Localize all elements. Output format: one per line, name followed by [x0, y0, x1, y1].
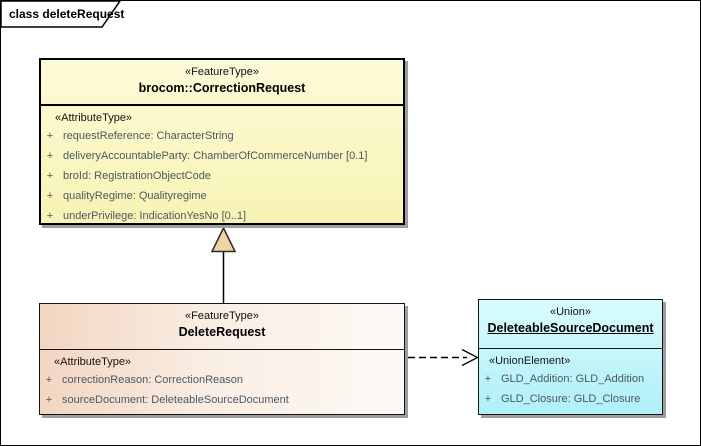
frame-title: class deleteRequest [9, 7, 125, 21]
visibility-marker: + [484, 393, 492, 405]
visibility-marker: + [45, 394, 53, 406]
attribute-row[interactable]: + qualityRegime: Qualityregime [41, 186, 403, 206]
visibility-marker: + [46, 190, 54, 202]
attribute-row[interactable]: + underPrivilege: IndicationYesNo [0..1] [41, 206, 403, 226]
attributes-compartment: «AttributeType» + requestReference: Char… [41, 112, 403, 226]
generalization-arrow[interactable] [210, 226, 237, 303]
stereotype-label: «Union» [550, 306, 591, 318]
attribute-row[interactable]: + GLD_Addition: GLD_Addition [479, 369, 662, 389]
visibility-marker: + [46, 170, 54, 182]
attribute-row[interactable]: + sourceDocument: DeleteableSourceDocume… [40, 390, 404, 410]
stereotype-label: «FeatureType» [185, 66, 259, 78]
class-box-deleteable-source-document[interactable]: «Union» DeleteableSourceDocument «UnionE… [478, 299, 663, 415]
attr-stereotype-label: «AttributeType» [54, 356, 132, 368]
attribute-row[interactable]: + GLD_Closure: GLD_Closure [479, 389, 662, 409]
visibility-marker: + [46, 210, 54, 222]
frame-tab-shape [1, 1, 121, 28]
visibility-marker: + [484, 373, 492, 385]
attr-stereotype-label: «AttributeType» [55, 112, 133, 124]
attribute-row[interactable]: + correctionReason: CorrectionReason [40, 370, 404, 390]
attribute-row[interactable]: + broId: RegistrationObjectCode [41, 166, 403, 186]
attribute-signature: GLD_Closure: GLD_Closure [501, 393, 641, 405]
attribute-signature: GLD_Addition: GLD_Addition [501, 373, 645, 385]
attributes-compartment: «AttributeType» + correctionReason: Corr… [40, 356, 404, 410]
class-header: «FeatureType» DeleteRequest [40, 304, 404, 350]
attr-stereotype-label: «UnionElement» [489, 355, 571, 367]
visibility-marker: + [46, 150, 54, 162]
frame-tab: class deleteRequest [1, 1, 131, 31]
class-header: «Union» DeleteableSourceDocument [479, 300, 662, 349]
stereotype-label: «FeatureType» [185, 310, 259, 322]
attribute-signature: requestReference: CharacterString [63, 130, 234, 142]
class-box-delete-request[interactable]: «FeatureType» DeleteRequest «AttributeTy… [39, 303, 405, 415]
attribute-row[interactable]: + requestReference: CharacterString [41, 126, 403, 146]
visibility-marker: + [45, 374, 53, 386]
attribute-row[interactable]: + deliveryAccountableParty: ChamberOfCom… [41, 146, 403, 166]
class-name: brocom::CorrectionRequest [138, 81, 306, 95]
attributes-compartment: «UnionElement» + GLD_Addition: GLD_Addit… [479, 355, 662, 409]
dependency-arrow[interactable] [408, 348, 479, 367]
attribute-signature: deliveryAccountableParty: ChamberOfComme… [63, 150, 368, 162]
visibility-marker: + [46, 130, 54, 142]
class-header: «FeatureType» brocom::CorrectionRequest [41, 60, 403, 106]
class-box-correction-request[interactable]: «FeatureType» brocom::CorrectionRequest … [39, 58, 405, 225]
attribute-signature: broId: RegistrationObjectCode [63, 170, 211, 182]
attribute-signature: correctionReason: CorrectionReason [62, 374, 243, 386]
attribute-signature: sourceDocument: DeleteableSourceDocument [62, 394, 289, 406]
class-name: DeleteableSourceDocument [487, 321, 654, 335]
attribute-signature: underPrivilege: IndicationYesNo [0..1] [63, 210, 247, 222]
class-name: DeleteRequest [178, 325, 266, 339]
attribute-signature: qualityRegime: Qualityregime [63, 190, 207, 202]
